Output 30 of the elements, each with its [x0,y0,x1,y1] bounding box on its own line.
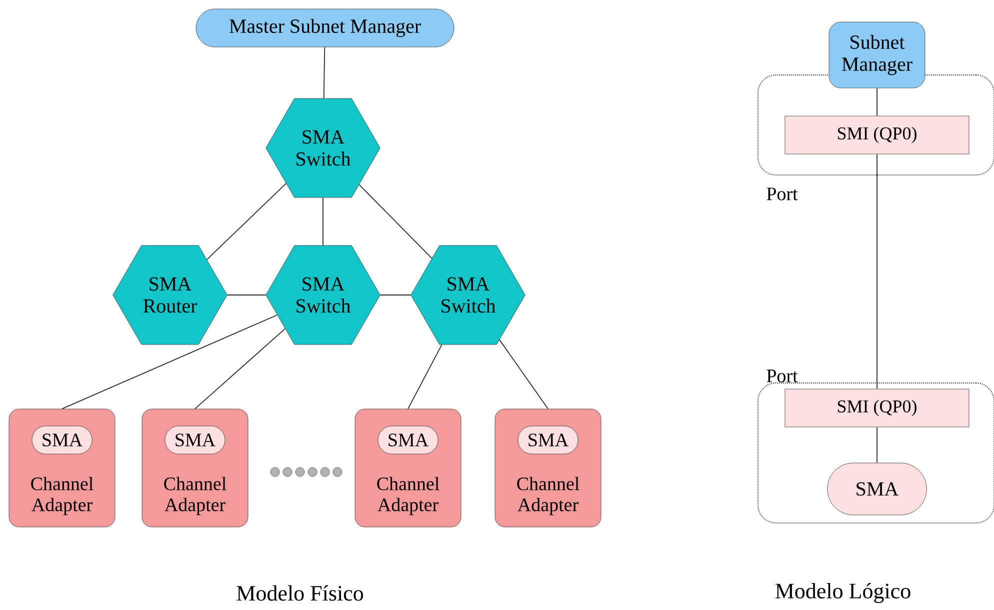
agent-pill: SMA [164,426,226,454]
interface-box: SMI (QP0) [784,388,970,428]
connector-line [380,294,412,296]
interface-box: SMI (QP0) [784,116,970,154]
connector-line [408,344,442,410]
agent-pill: SMA [378,426,438,454]
agent-pill: SMA [518,426,578,454]
connector-line [226,294,266,296]
connector-line [499,339,548,410]
connector-line [358,184,432,259]
connector-line [876,88,878,116]
manager-box: Subnet Manager [828,22,926,88]
connector-line [876,426,878,464]
connector-line [876,154,878,390]
hexagon-node: SMA Switch [410,245,526,345]
connector-line [322,197,324,246]
agent-pill: SMA [827,462,927,516]
hexagon-node: SMA Switch [266,98,380,198]
caption: Modelo Físico [236,585,364,601]
connector-line [323,46,326,99]
connector-line [206,183,287,260]
manager-box: Master Subnet Manager [196,8,454,48]
node-label: Port [766,188,798,200]
caption: Modelo Lógico [776,582,910,604]
connector-line [62,314,278,410]
connector-line [194,328,286,410]
hexagon-node: SMA Switch [266,245,380,345]
node-label: Port [766,370,798,382]
agent-pill: SMA [32,426,92,454]
hexagon-node: SMA Router [112,245,228,345]
